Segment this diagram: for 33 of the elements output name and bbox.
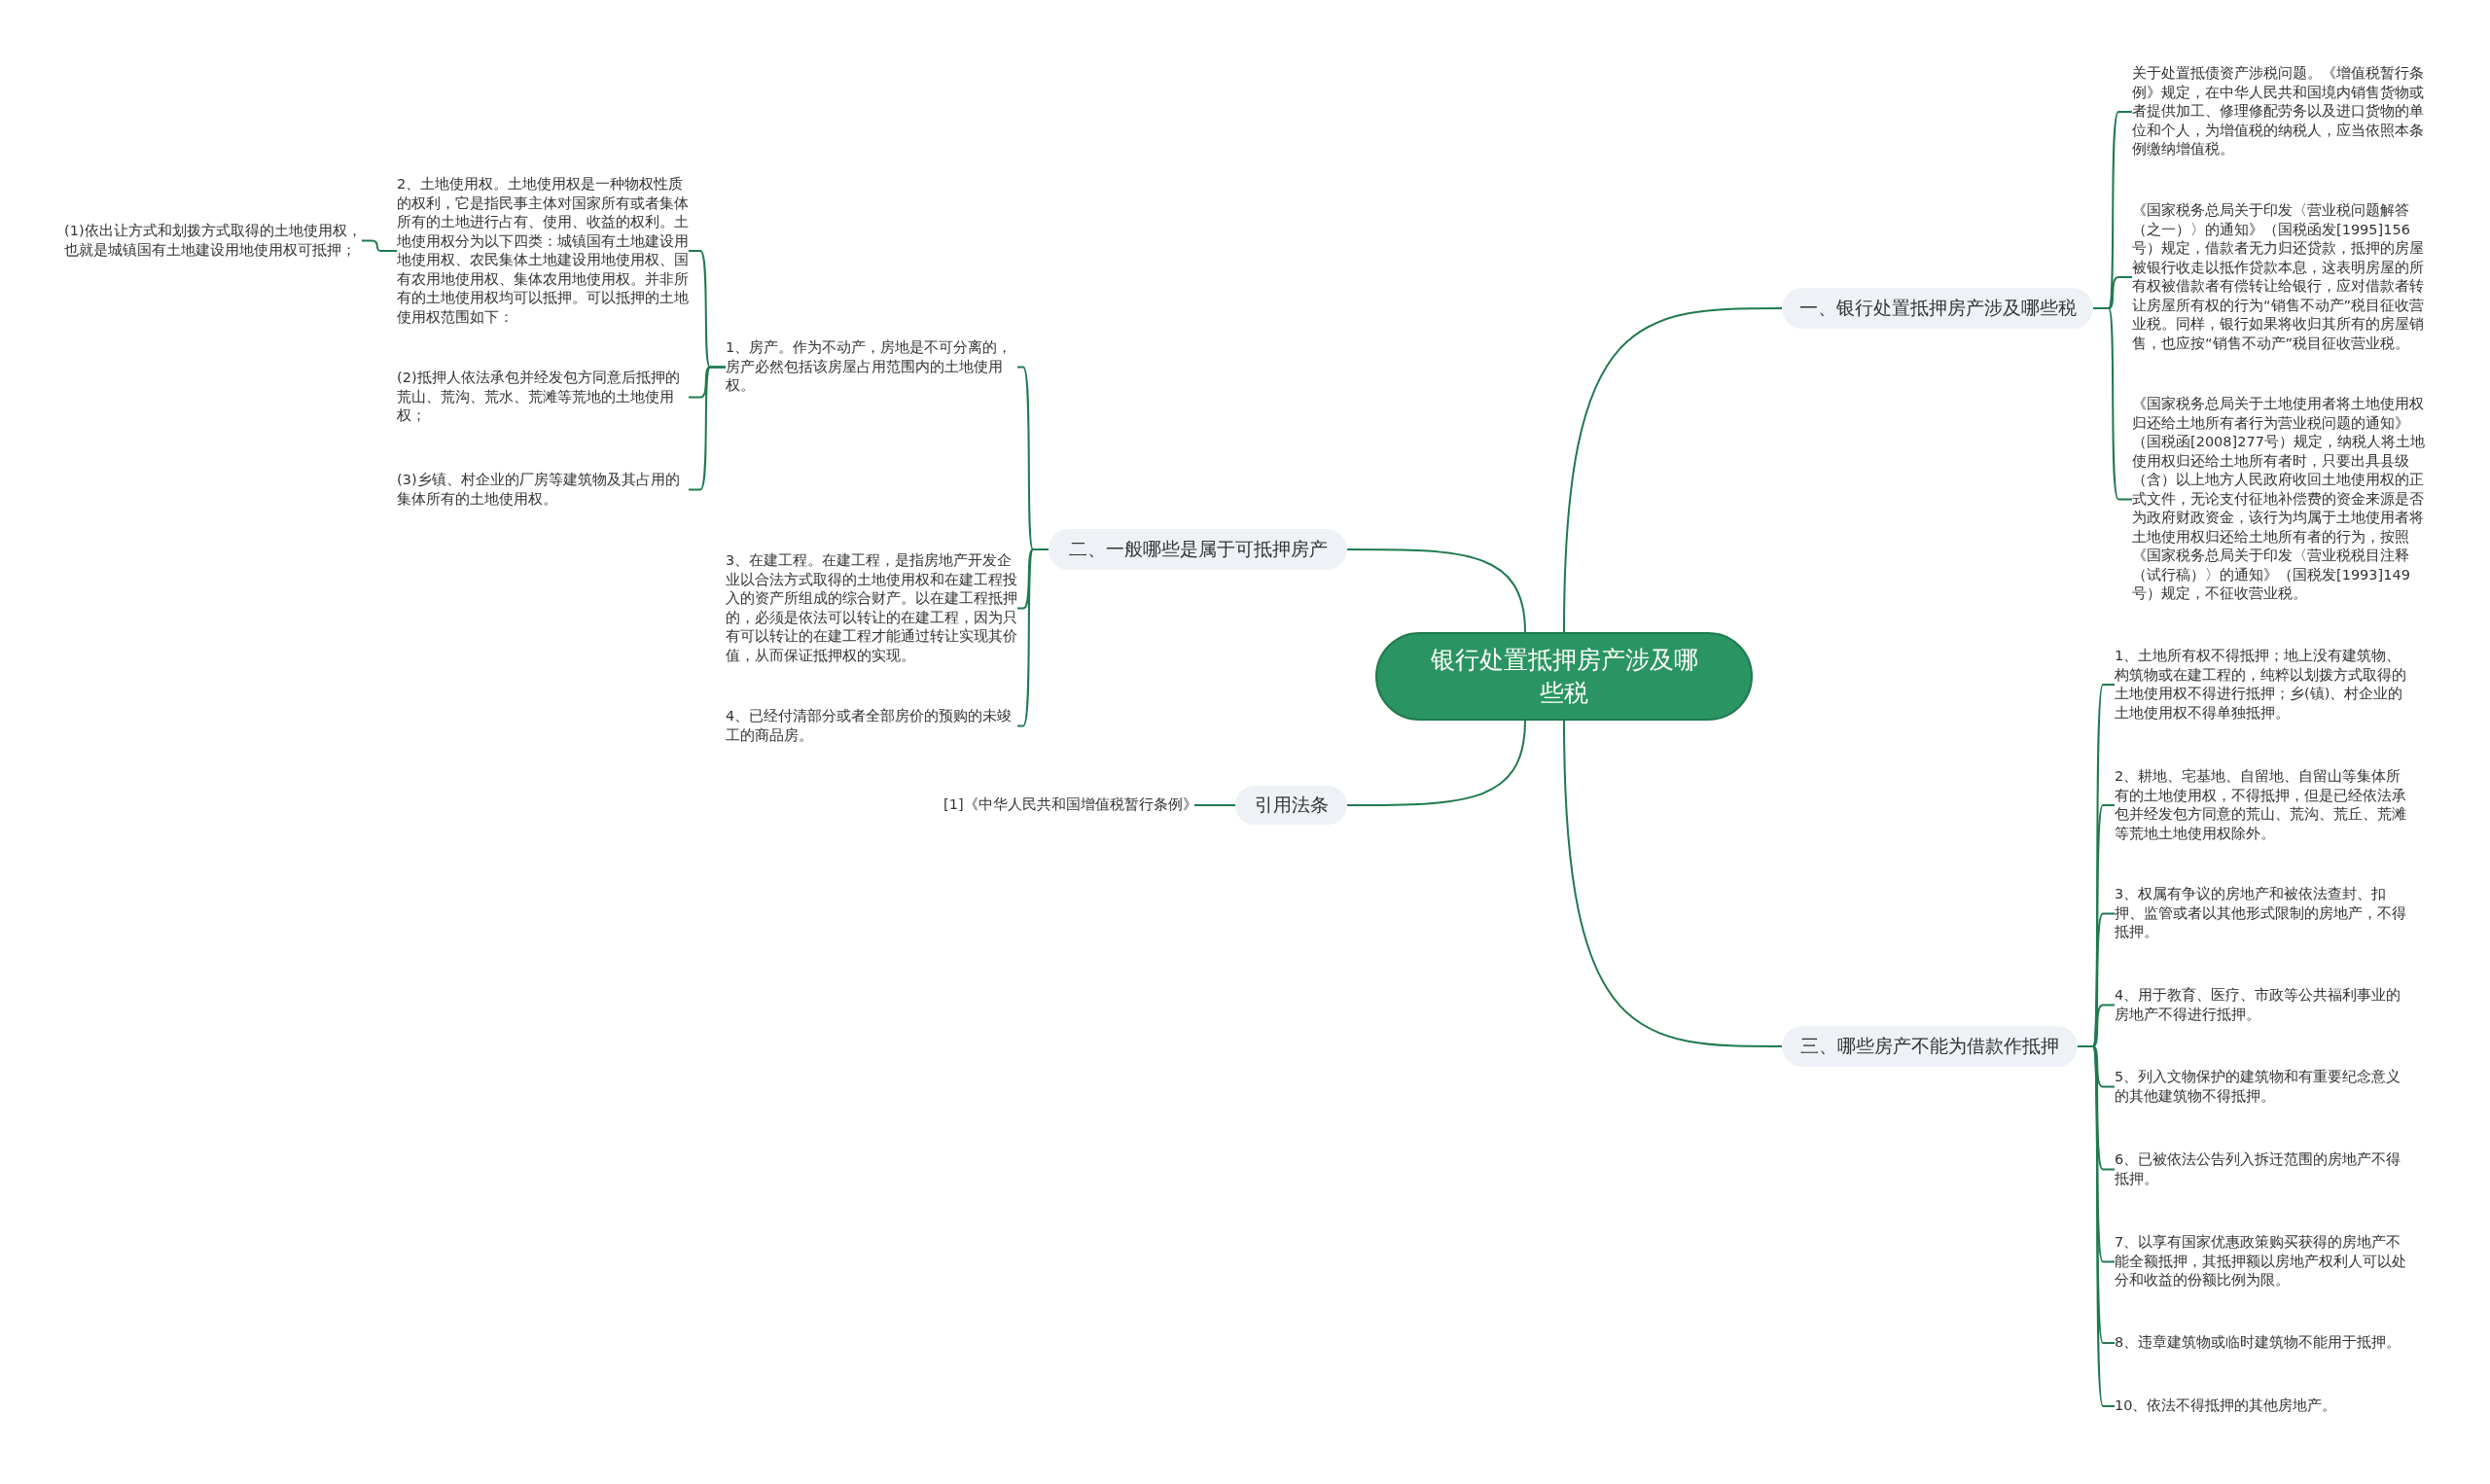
connector-line <box>1346 720 1526 806</box>
topic-text: (3)乡镇、村企业的厂房等建筑物及其占用的集体所有的土地使用权。 <box>397 471 689 509</box>
topic-text: (2)抵押人依法承包并经发包方同意后抵押的荒山、荒沟、荒水、荒滩等荒地的土地使用权； <box>397 369 689 426</box>
branch-topic: 一、银行处置抵押房产涉及哪些税 <box>1782 288 2093 329</box>
branch-topic: 引用法条 <box>1235 786 1347 825</box>
topic-text: 6、已被依法公告列入拆迁范围的房地产不得抵押。 <box>2115 1150 2408 1188</box>
topic-text: 10、依法不得抵押的其他房地产。 <box>2115 1396 2408 1416</box>
topic-text: 7、以享有国家优惠政策购买获得的房地产不能全额抵押，其抵押额以房地产权利人可以处分和收益的份额比例为限。 <box>2115 1233 2408 1290</box>
connector-line <box>361 239 398 252</box>
connector-line <box>1563 720 1783 1047</box>
branch-topic: 二、一般哪些是属于可抵押房产 <box>1049 529 1347 570</box>
branch-topic: 三、哪些房产不能为借款作抵押 <box>1782 1026 2078 1067</box>
topic-text: 5、列入文物保护的建筑物和有重要纪念意义的其他建筑物不得抵押。 <box>2115 1068 2408 1106</box>
topic-text: 《国家税务总局关于土地使用者将土地使用权归还给土地所有者行为营业税问题的通知》（国税函[2008]277号）规定，纳税人将土地使用权归还给土地所有者时，只要出具县级（含）以上地方人民政府收回土地使用权的正式文件，无论支付征地补偿费的资金来源是否为政府财政资金，该行为均属于土地使用者将土地使用权归还给土地所有者的行为，按照《国家税务总局关于印发〈营业税税目注释（试行稿）〉的通知》（国税发[1993]149号）规定，不征收营业税。 <box>2132 395 2426 604</box>
topic-text: 3、在建工程。在建工程，是指房地产开发企业以合法方式取得的土地使用权和在建工程投入的资产所组成的综合财产。以在建工程抵押的，必须是依法可以转让的在建工程，因为只有可以转让的在建工程才能通过转让实现其价值，从而保证抵押权的实现。 <box>726 551 1017 665</box>
connector-line <box>1193 804 1236 806</box>
topic-text: 3、权属有争议的房地产和被依法查封、扣押、监管或者以其他形式限制的房地产，不得抵押。 <box>2115 885 2408 942</box>
topic-text: 2、耕地、宅基地、自留地、自留山等集体所有的土地使用权，不得抵押，但是已经依法承包并经发包方同意的荒山、荒沟、荒丘、荒滩等荒地土地使用权除外。 <box>2115 767 2408 843</box>
topic-text: [1]《中华人民共和国增值税暂行条例》 <box>943 795 1194 815</box>
topic-text: 8、违章建筑物或临时建筑物不能用于抵押。 <box>2115 1333 2408 1353</box>
connector-line <box>1563 307 1783 633</box>
connector-line <box>1016 548 1049 727</box>
topic-text: 4、用于教育、医疗、市政等公共福利事业的房地产不得进行抵押。 <box>2115 986 2408 1024</box>
topic-text: 2、土地使用权。土地使用权是一种物权性质的权利，它是指民事主体对国家所有或者集体所有的土地进行占有、使用、收益的权利。土地使用权分为以下四类：城镇国有土地建设用地使用权、农民集体土地建设用地使用权、国有农用地使用权、集体农用地使用权。并非所有的土地使用权均可以抵押。可以抵押的土地使用权范围如下： <box>397 175 689 327</box>
topic-text: (1)依出让方式和划拨方式取得的土地使用权，也就是城镇国有土地建设用地使用权可抵押； <box>64 222 362 260</box>
central-topic: 银行处置抵押房产涉及哪些税 <box>1375 632 1753 721</box>
connector-line <box>2092 307 2133 501</box>
connector-line <box>1346 548 1526 633</box>
topic-text: 《国家税务总局关于印发〈营业税问题解答（之一）〉的通知》（国税函发[1995]156号）规定，借款者无力归还贷款，抵押的房屋被银行收走以抵作贷款本息，这表明房屋的所有权被借款者有偿转让给银行，应对借款者转让房屋所有权的行为“销售不动产”税目征收营业税。同样，银行如果将收归其所有的房屋销售，也应按“销售不动产”税目征收营业税。 <box>2132 201 2426 353</box>
topic-text: 4、已经付清部分或者全部房价的预购的未竣工的商品房。 <box>726 707 1017 745</box>
topic-text: 1、房产。作为不动产，房地是不可分离的，房产必然包括该房屋占用范围内的土地使用权。 <box>726 338 1017 396</box>
topic-text: 关于处置抵债资产涉税问题。《增值税暂行条例》规定，在中华人民共和国境内销售货物或者提供加工、修理修配劳务以及进口货物的单位和个人，为增值税的纳税人，应当依照本条例缴纳增值税。 <box>2132 64 2426 159</box>
topic-text: 1、土地所有权不得抵押；地上没有建筑物、构筑物或在建工程的，纯粹以划拨方式取得的土地使用权不得进行抵押；乡(镇)、村企业的土地使用权不得单独抵押。 <box>2115 647 2408 723</box>
